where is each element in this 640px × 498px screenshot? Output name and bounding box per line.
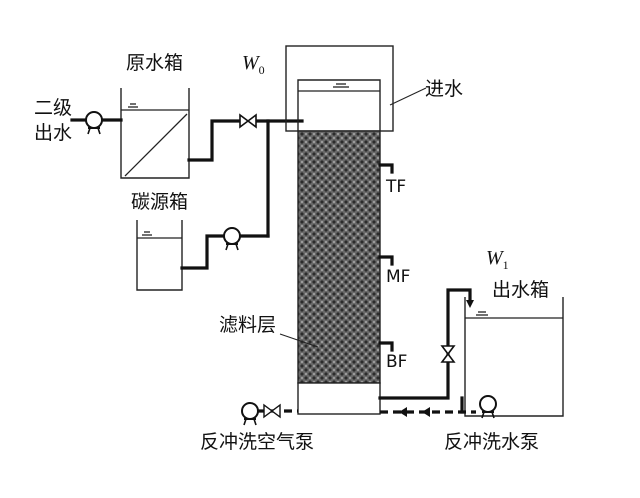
- backwash-air-pump-icon: [241, 402, 259, 420]
- filter-column: [285, 45, 394, 415]
- bf-port-icon: [378, 341, 394, 352]
- inlet-leader-line: [389, 87, 427, 106]
- inlet-label: 进水: [425, 78, 463, 100]
- secondary-effluent-label-line2: 出水: [34, 122, 72, 144]
- filter-layer-leader-line: [279, 333, 319, 348]
- mf-port-icon: [378, 255, 394, 266]
- w0-main: W: [242, 52, 261, 74]
- carbon-source-tank-label: 碳源箱: [131, 191, 188, 213]
- backwash-water-pump-label: 反冲洗水泵: [444, 431, 539, 453]
- backwash-water-line: [380, 395, 497, 419]
- bf-label: BF: [386, 352, 407, 372]
- mf-label: MF: [386, 267, 410, 287]
- w0-subscript: 0: [259, 63, 265, 77]
- outlet-valve-icon: [440, 345, 456, 356]
- carbon-source-tank: [136, 220, 183, 291]
- raw-water-tank: [120, 88, 190, 179]
- w1-subscript: 1: [503, 258, 509, 272]
- outlet-tank-label: 出水箱: [492, 279, 549, 301]
- filter-layer-label: 滤料层: [219, 314, 276, 336]
- secondary-effluent-label-line1: 二级: [34, 97, 72, 119]
- raw-tank-outlet-pipe: [187, 113, 304, 162]
- w1-main: W: [486, 247, 505, 269]
- w1-label: W1: [486, 247, 509, 272]
- inlet-pump-assembly: [70, 111, 123, 135]
- backwash-air-line: [241, 402, 298, 426]
- outlet-tank: [464, 297, 564, 417]
- tf-label: TF: [385, 177, 406, 197]
- carbon-pump-assembly: [180, 119, 270, 270]
- backwash-air-pump-label: 反冲洗空气泵: [200, 431, 314, 453]
- inlet-pump-icon: [85, 111, 103, 129]
- backwash-water-pump-icon: [479, 395, 497, 413]
- w0-label: W0: [242, 52, 265, 77]
- raw-water-tank-label: 原水箱: [126, 52, 183, 74]
- carbon-pump-icon: [223, 227, 241, 245]
- filter-media-layer: [297, 130, 381, 384]
- outlet-pipe: [378, 288, 474, 400]
- valve-icon: [239, 113, 250, 129]
- tf-port-icon: [378, 163, 394, 174]
